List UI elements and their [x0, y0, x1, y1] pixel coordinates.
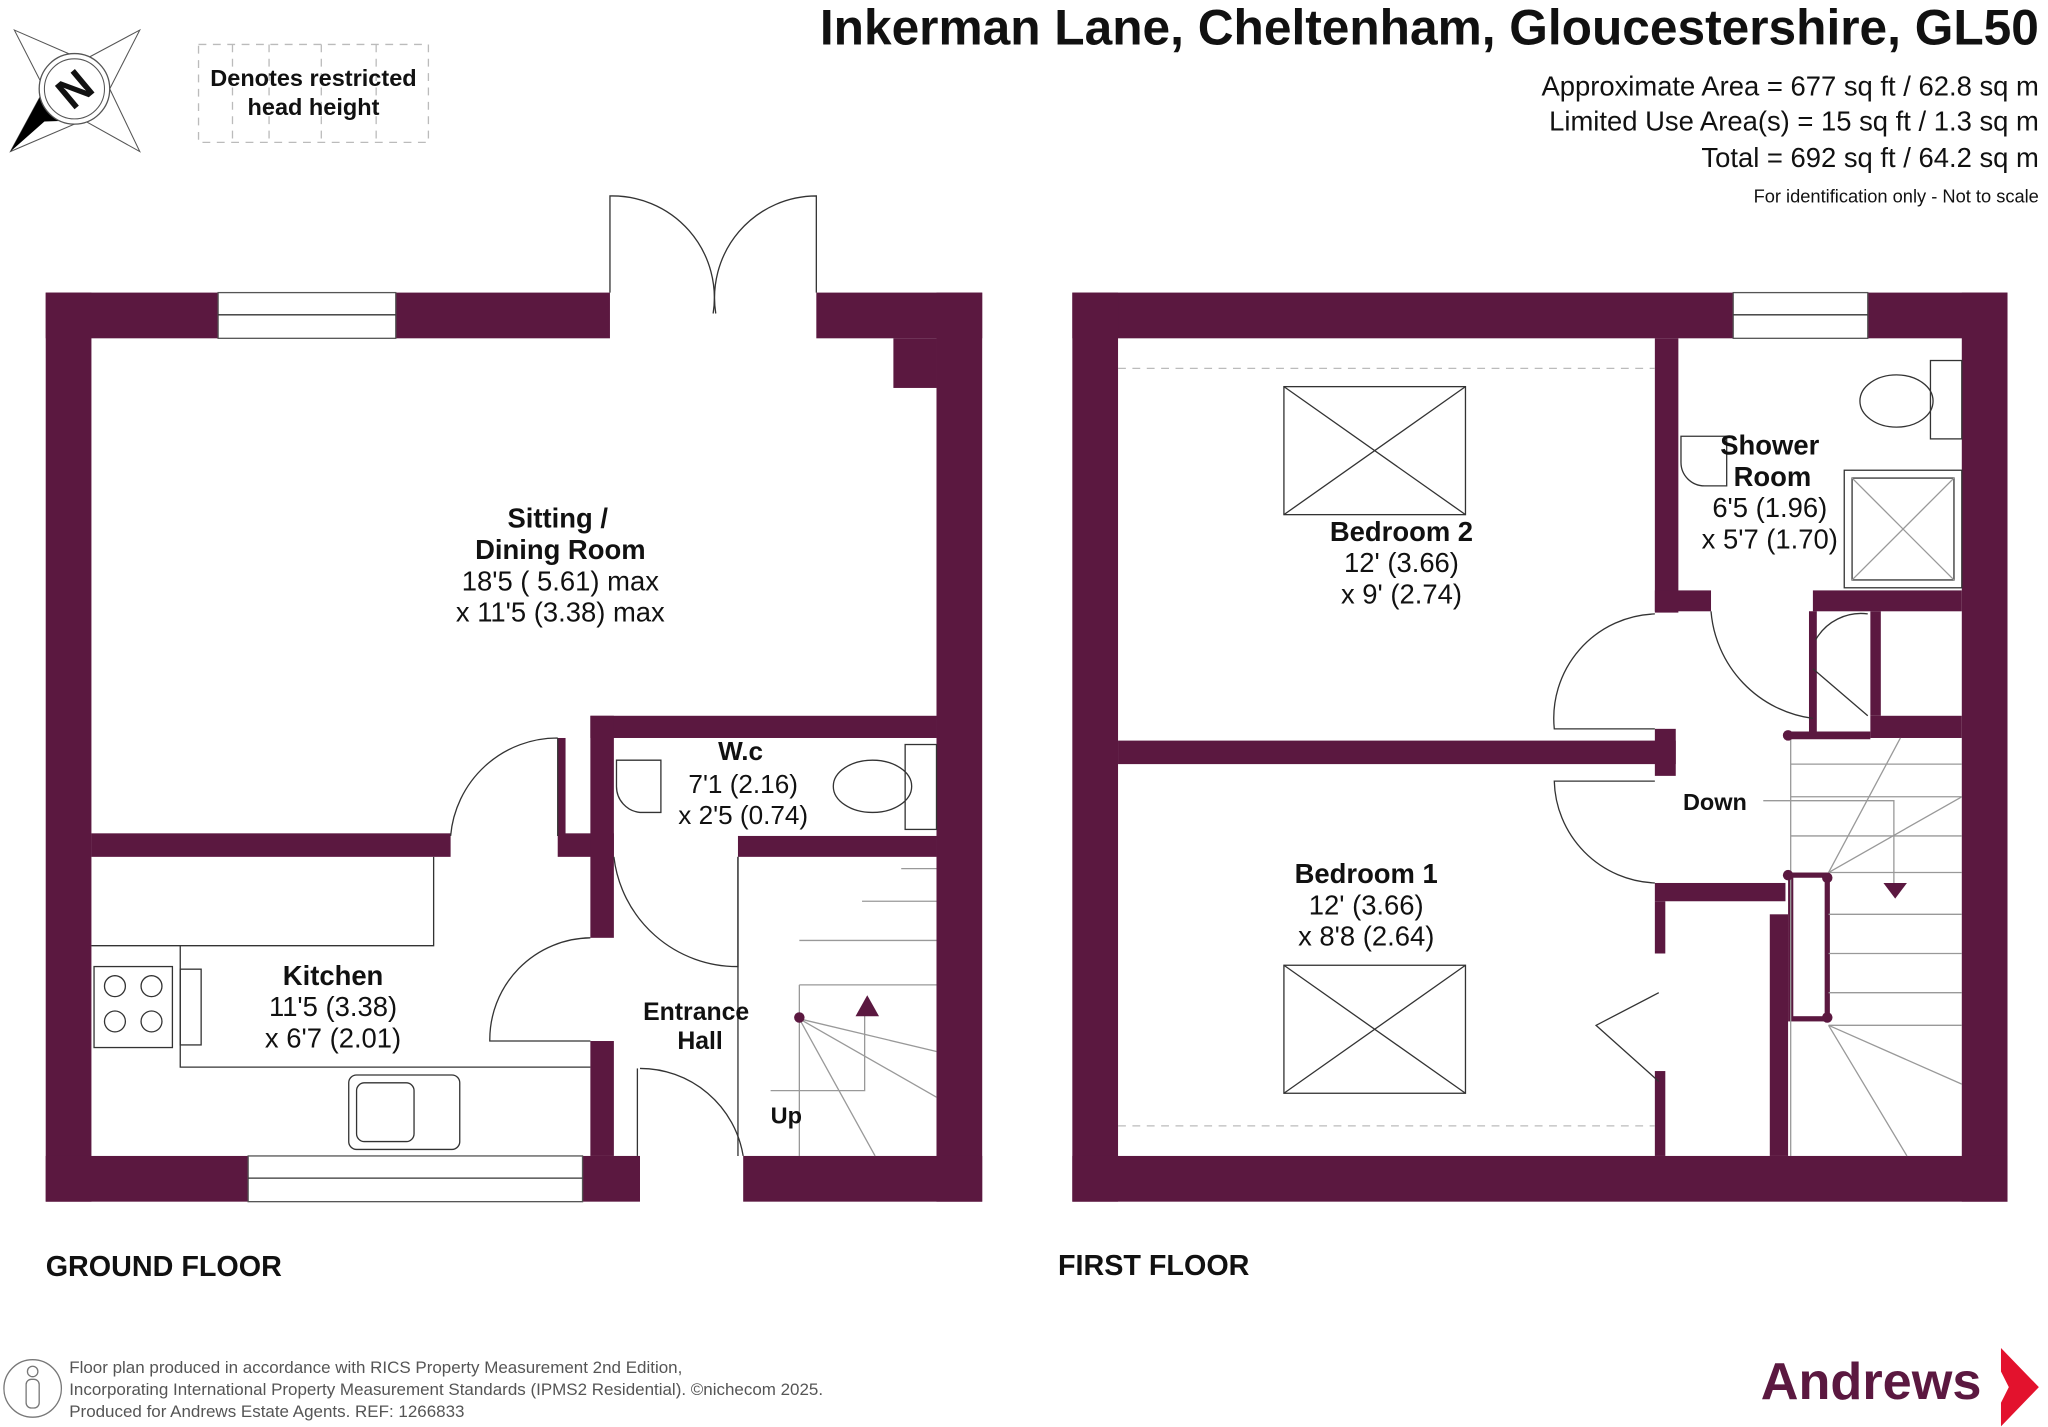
footer-line-1: Floor plan produced in accordance with R… [69, 1358, 682, 1377]
property-title: Inkerman Lane, Cheltenham, Gloucestershi… [820, 0, 2039, 55]
svg-text:Hall: Hall [677, 1028, 722, 1055]
svg-text:Denotes restricted: Denotes restricted [210, 65, 416, 91]
first-floor-label: FIRST FLOOR [1058, 1250, 1250, 1282]
svg-text:Dining Room: Dining Room [475, 534, 646, 565]
svg-text:x 11'5 (3.38) max: x 11'5 (3.38) max [456, 597, 665, 628]
total-area: Total = 692 sq ft / 64.2 sq m [1701, 142, 2038, 173]
stairs-down-label: Down [1683, 789, 1747, 815]
svg-text:12' (3.66): 12' (3.66) [1309, 889, 1424, 920]
svg-text:11'5 (3.38): 11'5 (3.38) [269, 991, 397, 1022]
svg-text:12' (3.66): 12' (3.66) [1344, 547, 1459, 578]
approx-area: Approximate Area = 677 sq ft / 62.8 sq m [1541, 70, 2038, 101]
room-name-hall: Entrance [643, 999, 749, 1026]
svg-text:x 2'5 (0.74): x 2'5 (0.74) [678, 800, 808, 830]
room-name-bedroom-1: Bedroom 1 [1295, 858, 1438, 889]
ground-floor-plan: Sitting / Dining Room 18'5 ( 5.61) max x… [46, 195, 983, 1283]
restricted-height-legend: Denotes restricted head height [197, 43, 430, 144]
svg-text:7'1 (2.16): 7'1 (2.16) [688, 769, 798, 799]
svg-text:Andrews: Andrews [1761, 1353, 1982, 1411]
andrews-logo: Andrews [1761, 1347, 2039, 1427]
room-name-shower: Shower [1720, 430, 1819, 461]
disclaimer: For identification only - Not to scale [1754, 185, 2039, 206]
room-name-wc: W.c [718, 736, 763, 766]
person-icon [3, 1359, 63, 1418]
svg-text:head height: head height [248, 94, 380, 120]
footer-line-2: Incorporating International Property Mea… [69, 1380, 823, 1399]
first-floor-plan: Bedroom 2 12' (3.66) x 9' (2.74) Shower … [1058, 291, 2008, 1282]
ground-floor-label: GROUND FLOOR [46, 1251, 282, 1283]
compass-icon: N [9, 28, 141, 153]
svg-text:6'5 (1.96): 6'5 (1.96) [1712, 492, 1827, 523]
limited-area: Limited Use Area(s) = 15 sq ft / 1.3 sq … [1549, 106, 2039, 137]
room-name-kitchen: Kitchen [283, 960, 384, 991]
svg-text:x 5'7 (1.70): x 5'7 (1.70) [1702, 524, 1838, 555]
svg-text:Room: Room [1734, 461, 1812, 492]
stairs-up-label: Up [771, 1102, 802, 1128]
svg-text:18'5 ( 5.61) max: 18'5 ( 5.61) max [462, 565, 659, 596]
svg-text:x 8'8 (2.64): x 8'8 (2.64) [1298, 921, 1434, 952]
room-name-sitting: Sitting / [507, 503, 608, 534]
footer-line-3: Produced for Andrews Estate Agents. REF:… [69, 1402, 464, 1421]
room-name-bedroom-2: Bedroom 2 [1330, 516, 1473, 547]
svg-text:x 6'7 (2.01): x 6'7 (2.01) [265, 1023, 401, 1054]
svg-text:x 9' (2.74): x 9' (2.74) [1341, 578, 1462, 609]
